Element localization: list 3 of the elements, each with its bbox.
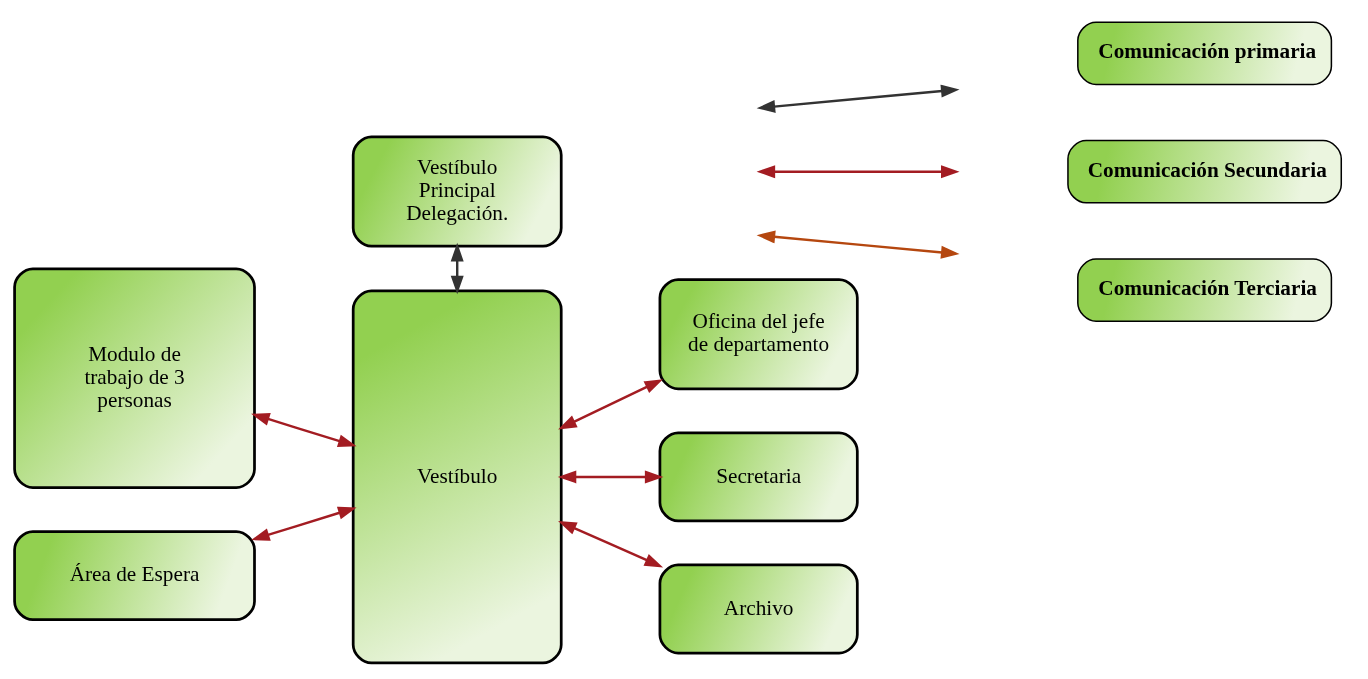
legend-label: Comunicación Secundaria — [1087, 157, 1327, 182]
legend-label: Comunicación Terciaria — [1098, 276, 1317, 301]
legend-label: Comunicación primaria — [1098, 39, 1317, 64]
